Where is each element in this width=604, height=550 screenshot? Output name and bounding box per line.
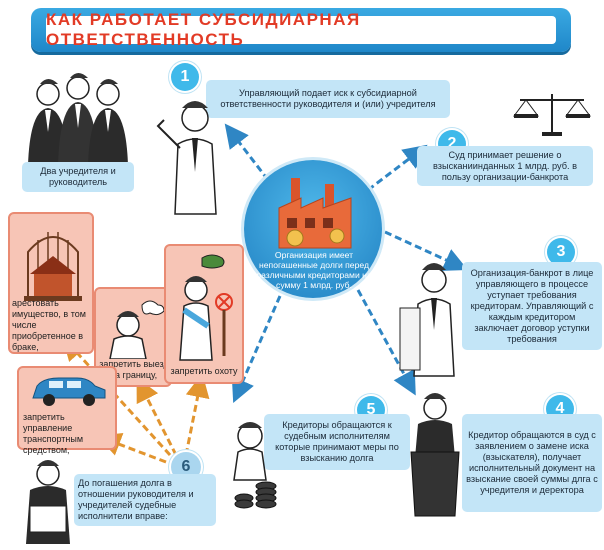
arrow-to-step2: [367, 144, 428, 192]
manager-with-documents-icon: [399, 263, 455, 377]
caged-property-icon: [24, 232, 82, 301]
factory-icon: [278, 178, 352, 249]
creditor-with-coins-icon: [233, 422, 277, 509]
director-reading-icon: [26, 460, 70, 544]
step-5-note: Кредиторы обращаются к судебным исполнит…: [264, 414, 410, 470]
hunter-icon: [179, 254, 233, 361]
title-bar: КАК РАБОТАЕТ СУБСИДИАРНАЯ ОТВЕТСТВЕННОСТ…: [31, 8, 571, 52]
step-3-note: Организация-банкрот в лице управляющего …: [462, 262, 602, 350]
founders-illustration-icon: [28, 73, 128, 165]
step-4-note: Кредитор обращаются в суд с заявлением о…: [462, 414, 602, 512]
car-icon: [32, 377, 106, 406]
creditor-at-podium-icon: [410, 393, 460, 517]
scales-icon: [513, 94, 591, 136]
founders-label: Два учредителя и руководитель: [22, 162, 134, 192]
measure-hunting-ban-card: запретить охоту: [164, 244, 244, 384]
step-6-note: До погашения долга в отношении руководит…: [74, 474, 216, 526]
center-text: Организация имеет непогашенные долги пер…: [256, 250, 372, 290]
arrow-to-step5: [231, 295, 282, 403]
arrow-to-step3: [384, 230, 468, 271]
arrow-to-step1: [224, 123, 270, 181]
measure-hunting-ban-label: запретить охоту: [170, 366, 238, 376]
step-1-badge: 1: [171, 63, 199, 91]
measure-driving-ban-card: запретить управление транспортным средст…: [17, 366, 117, 455]
step-3-badge: 3: [547, 238, 575, 266]
step-2-note: Суд принимает решение о взысканиинданных…: [417, 146, 593, 186]
arrow-to-measure-hunting: [184, 373, 210, 456]
measure-arrest-property-label: арестовать имущество, в том числе приобр…: [12, 298, 86, 352]
arrow-to-measure-travel: [136, 377, 178, 456]
measure-travel-ban-label: запретить выезд за границу,: [99, 359, 169, 380]
sad-man-icon: [109, 300, 165, 359]
measure-driving-ban-label: запретить управление транспортным средст…: [23, 412, 84, 455]
step-1-note: Управляющий подает иск к субсидиарной от…: [206, 80, 450, 118]
manager-pointing-icon: [156, 101, 217, 215]
measure-arrest-property-card: арестовать имущество, в том числе приобр…: [8, 212, 94, 354]
arrow-to-measure-property: [61, 336, 172, 457]
